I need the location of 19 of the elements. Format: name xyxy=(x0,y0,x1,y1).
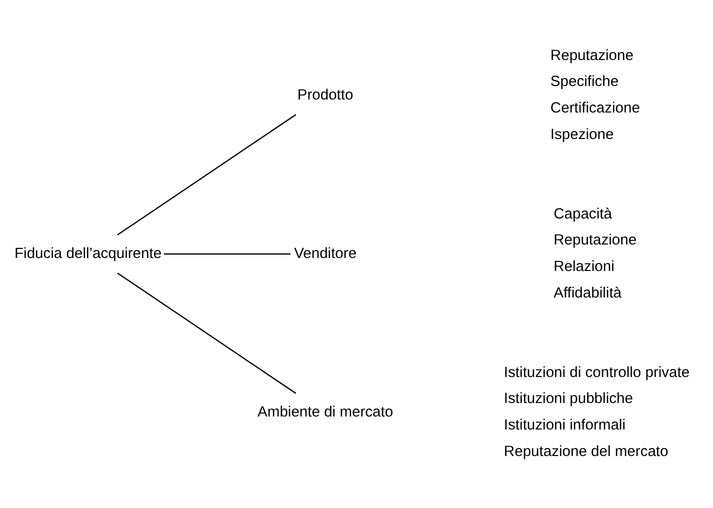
node-label: Reputazione xyxy=(550,48,634,64)
node-label: Specifiche xyxy=(550,74,619,90)
node-label: Istituzioni pubbliche xyxy=(504,391,633,408)
node-label: Reputazione xyxy=(554,232,637,249)
node-text: Venditore xyxy=(294,246,357,262)
node-text: Prodotto xyxy=(297,87,354,104)
connector xyxy=(117,272,296,394)
node-label: Istituzioni informali xyxy=(504,418,626,434)
node-label: Affidabilità xyxy=(554,286,622,302)
node-label: Istituzioni di controllo private xyxy=(504,364,690,381)
connector xyxy=(117,114,296,236)
node-label: Ispezione xyxy=(550,127,614,144)
node-label: Certificazione xyxy=(550,100,640,117)
node-label: Reputazione del mercato xyxy=(504,444,668,460)
node-text: Ambiente di mercato xyxy=(258,404,394,420)
node-label: Relazioni xyxy=(554,259,614,276)
node-label: Capacità xyxy=(554,206,612,222)
node-text: Fiducia dell’acquirente xyxy=(14,246,162,262)
connector xyxy=(164,253,290,255)
